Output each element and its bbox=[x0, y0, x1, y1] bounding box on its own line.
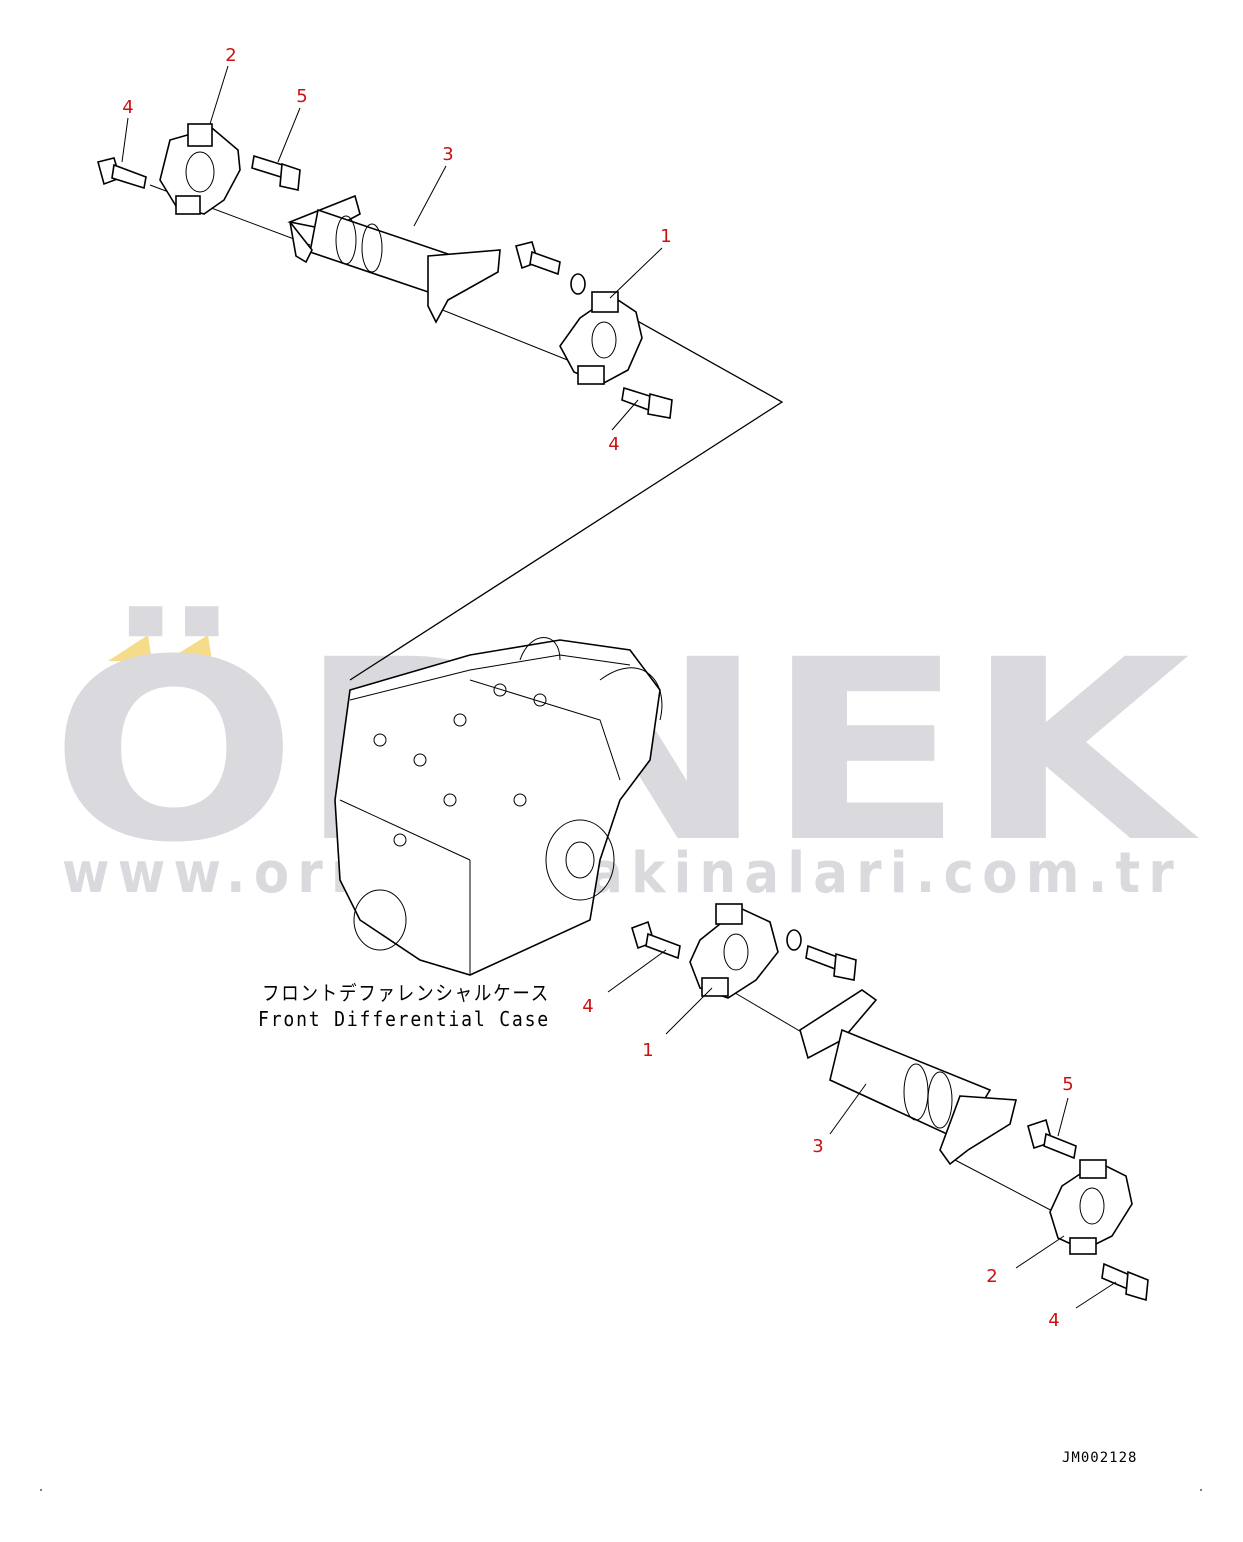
bolt-bottom-left bbox=[631, 920, 681, 960]
callout-top-1: 1 bbox=[660, 226, 671, 247]
drive-shaft-top bbox=[287, 194, 501, 324]
callout-bot-1: 1 bbox=[642, 1040, 653, 1061]
callout-top-4a: 4 bbox=[122, 97, 133, 118]
universal-joint-1-top bbox=[559, 291, 643, 385]
bolt-washer-top-right bbox=[515, 241, 586, 295]
callout-top-5: 5 bbox=[296, 86, 307, 107]
drive-shaft-bottom bbox=[799, 989, 1018, 1166]
alignment-line-top bbox=[349, 317, 784, 681]
callout-bot-3: 3 bbox=[812, 1136, 823, 1157]
top-shaft-assembly bbox=[97, 123, 784, 681]
watermark-url: www.ornekismakinalari.com.tr bbox=[62, 841, 1182, 906]
callout-top-3: 3 bbox=[442, 144, 453, 165]
alignment-line-top-b bbox=[429, 304, 581, 366]
universal-joint-top bbox=[159, 123, 241, 215]
callout-bot-4b: 4 bbox=[1048, 1310, 1059, 1331]
bottom-shaft-assembly bbox=[631, 903, 1149, 1302]
bolt-bottom-right bbox=[1101, 1262, 1149, 1302]
callouts: 2 4 5 3 1 4 4 1 5 3 2 4 bbox=[122, 45, 1073, 1331]
bolt-5-bottom bbox=[1027, 1118, 1077, 1160]
bolt-top-left bbox=[97, 157, 147, 190]
watermark-accent-right bbox=[166, 635, 212, 661]
callout-bot-4a: 4 bbox=[582, 996, 593, 1017]
watermark-accent-left bbox=[108, 635, 152, 661]
bolt-washer-bottom bbox=[786, 929, 857, 981]
callout-bot-2: 2 bbox=[986, 1266, 997, 1287]
callout-bot-5: 5 bbox=[1062, 1074, 1073, 1095]
universal-joint-2-bottom bbox=[1049, 1159, 1133, 1255]
caption-japanese: フロントデファレンシャルケース bbox=[262, 981, 550, 1005]
bolt-top-right bbox=[621, 386, 673, 419]
bolt-5-top bbox=[251, 154, 301, 191]
leader-lines bbox=[121, 65, 1117, 1309]
front-differential-case bbox=[334, 637, 663, 976]
universal-joint-1-bottom bbox=[689, 903, 779, 999]
drawing-code: JM002128 bbox=[1062, 1450, 1137, 1466]
caption-english: Front Differential Case bbox=[258, 1007, 550, 1031]
callout-top-4b: 4 bbox=[608, 434, 619, 455]
callout-top-2: 2 bbox=[225, 45, 236, 66]
alignment-line-bot-b bbox=[954, 1159, 1061, 1216]
